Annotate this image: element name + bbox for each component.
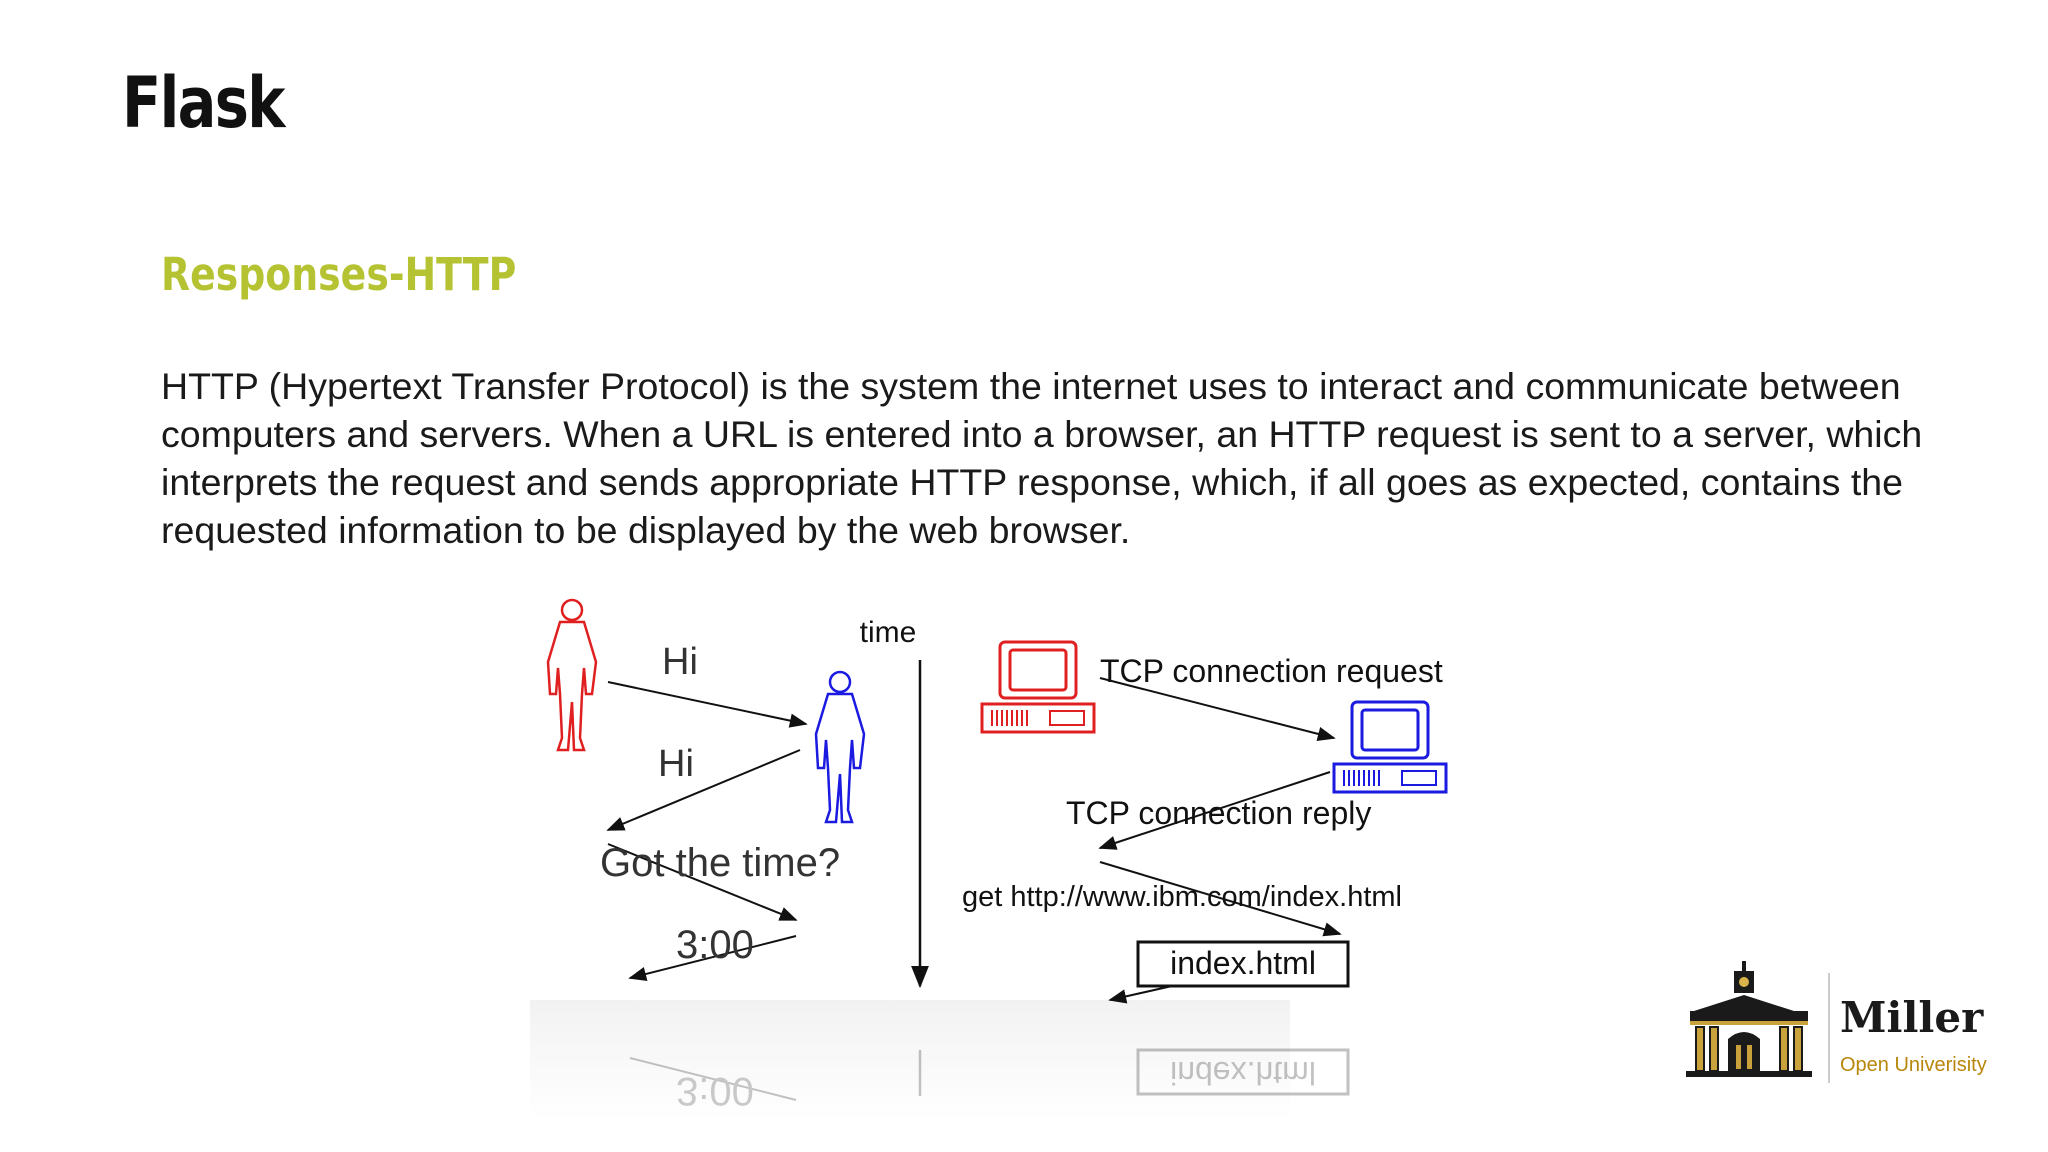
diagram-reflection: 3:00 index.html: [629, 1048, 1350, 1113]
answer-label: 3:00: [676, 923, 754, 967]
logo-name: Miller: [1840, 993, 1984, 1042]
logo-divider: [1828, 973, 1830, 1083]
get-request-arrow: [1099, 861, 1342, 937]
hi-arrow-1: [607, 681, 808, 728]
reflection-floor: [530, 1000, 1290, 1120]
answer-arrow: [628, 935, 797, 982]
building-icon: [1686, 961, 1812, 1077]
got-time-arrow: [607, 843, 798, 921]
http-comparison-diagram: Hi Hi Got the time? 3:00 time TCP connec: [200, 570, 1540, 1152]
time-axis-label: time: [860, 616, 917, 649]
blue-person-icon: [814, 670, 866, 824]
logo-tagline: Open Univerisity: [1840, 1054, 1987, 1076]
hi-arrow-2: [606, 749, 801, 831]
client-computer-icon: [980, 640, 1096, 734]
response-file-label: index.html: [1170, 945, 1316, 981]
slide-subtitle: Responses-HTTP: [161, 248, 517, 301]
answer-reflection: 3:00: [676, 1069, 754, 1113]
tcp-reply-label: TCP connection reply: [1066, 795, 1371, 831]
got-time-label: Got the time?: [600, 841, 840, 885]
tcp-request-label: TCP connection request: [1100, 653, 1443, 689]
hi-label-1: Hi: [662, 641, 698, 683]
tcp-reply-arrow: [1098, 771, 1331, 850]
server-computer-icon: [1332, 700, 1448, 794]
body-paragraph: HTTP (Hypertext Transfer Protocol) is th…: [161, 365, 1923, 551]
hi-label-2: Hi: [658, 743, 694, 785]
get-request-label: get http://www.ibm.com/index.html: [962, 881, 1402, 913]
red-person-icon: [546, 598, 598, 752]
response-file-box: [1136, 940, 1350, 988]
slide-title: Flask: [122, 62, 285, 144]
response-file-reflection: index.html: [1170, 1055, 1316, 1091]
tcp-request-arrow: [1099, 677, 1336, 741]
university-logo: Miller Open Univerisity: [1680, 955, 2020, 1105]
